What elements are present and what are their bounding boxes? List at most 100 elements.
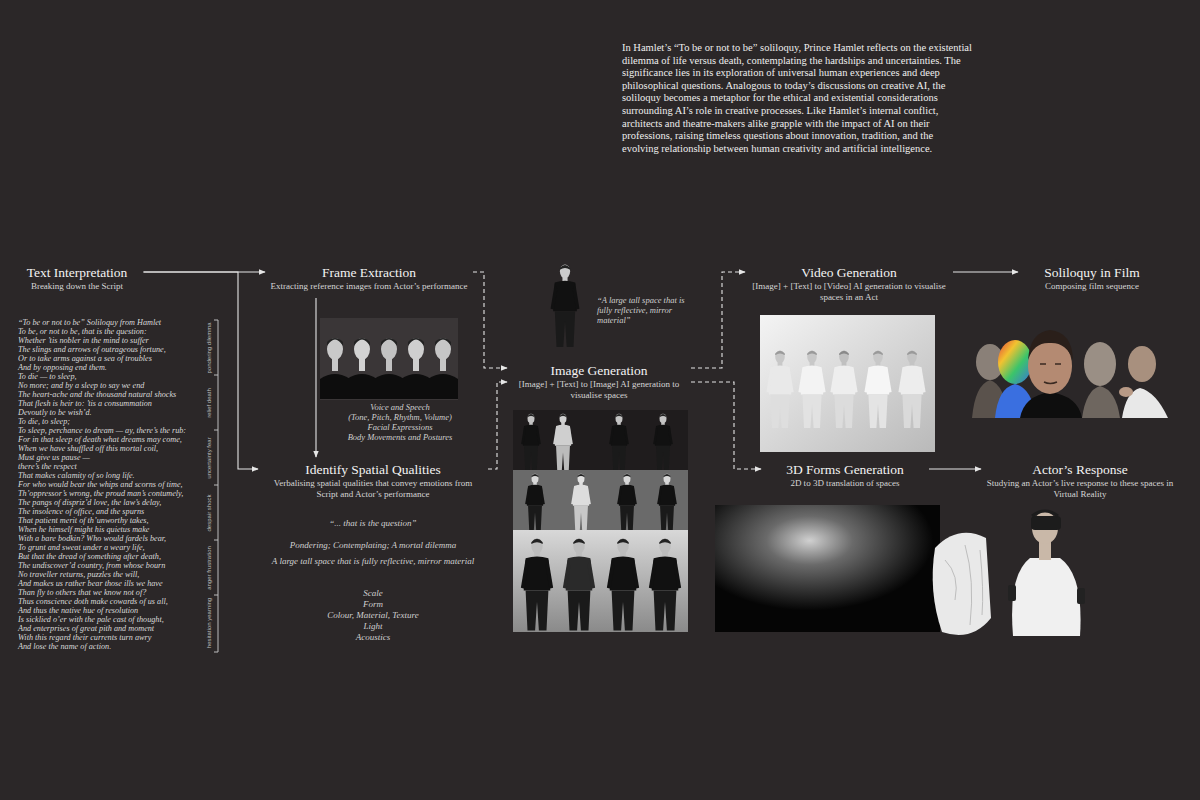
stage-heading: Frame Extraction bbox=[269, 264, 469, 281]
stack-figure bbox=[521, 538, 553, 630]
bar-line bbox=[218, 320, 219, 652]
face bbox=[1128, 346, 1156, 382]
poem-line: The undiscover’d country, from whose bou… bbox=[18, 561, 165, 570]
poem-line: And thus the native hue of resolution bbox=[18, 606, 138, 615]
stage-subtitle: [Image] + [Text] to [Video] AI generatio… bbox=[749, 281, 949, 303]
vr-body bbox=[1012, 558, 1080, 636]
stage-heading: 3D Forms Generation bbox=[765, 461, 925, 478]
stage-node: Actor’s ResponseStudying an Actor’s live… bbox=[985, 461, 1175, 500]
stage-subtitle: [Image] + [Text] to [Image] AI generatio… bbox=[511, 379, 687, 401]
face-shoulders bbox=[1082, 386, 1120, 418]
poem-line: But that the dread of something after de… bbox=[18, 552, 161, 561]
stage-node: Video Generation[Image] + [Text] to [Vid… bbox=[749, 264, 949, 303]
performance-note: Body Movements and Postures bbox=[348, 432, 453, 442]
stage-node: Identify Spatial QualitiesVerbalising sp… bbox=[262, 461, 484, 500]
face-shoulders bbox=[1020, 392, 1082, 418]
poem-line: And lose the name of action. bbox=[18, 642, 111, 651]
poem-line: That flesh is heir to: ’tis a consummati… bbox=[18, 399, 152, 408]
poem-line: The heart-ache and the thousand natural … bbox=[18, 390, 176, 399]
stack-panel bbox=[513, 530, 688, 632]
frame-strip bbox=[320, 318, 458, 400]
vr-controller bbox=[1077, 588, 1085, 604]
spatial-note: “... that is the question” bbox=[329, 518, 416, 529]
form-creases bbox=[945, 545, 983, 625]
prompt-quote: “A large tall space that is fully reflec… bbox=[597, 295, 697, 325]
emotion-tag: uncertainty fear bbox=[206, 437, 213, 478]
stage-heading: Video Generation bbox=[749, 264, 949, 281]
performance-note: Facial Expressions bbox=[367, 422, 432, 432]
poem-line: And makes us rather bear those ills we h… bbox=[18, 579, 163, 588]
poem-line: When he himself might his quietus make bbox=[18, 525, 149, 534]
stack-figure bbox=[563, 538, 595, 630]
performance-note: Voice and Speech bbox=[370, 402, 429, 412]
image-stack bbox=[513, 410, 688, 632]
face-hair bbox=[1028, 330, 1073, 360]
spatial-note: A large tall space that is fully reflect… bbox=[272, 556, 474, 567]
poem-line: No more; and by a sleep to say we end bbox=[18, 381, 144, 390]
spatial-note: Form bbox=[363, 599, 383, 610]
poem-line: Devoutly to be wish’d. bbox=[18, 408, 92, 417]
poem-line: Th’oppressor’s wrong, the proud man’s co… bbox=[18, 489, 183, 498]
vr-headset bbox=[1031, 516, 1061, 530]
emotion-tag: pondering dilemma bbox=[206, 322, 213, 373]
form-surface bbox=[933, 533, 991, 635]
emotion-tag: despair shock bbox=[206, 494, 213, 531]
stack-figure bbox=[553, 414, 573, 470]
spatial-note: Light bbox=[363, 621, 382, 632]
poem-line: To die, to sleep; bbox=[18, 417, 70, 426]
stage-heading: Soliloquy in Film bbox=[1022, 264, 1162, 281]
stage-node: Image Generation[Image] + [Text] to [Ima… bbox=[511, 362, 687, 401]
video-figure bbox=[864, 350, 891, 428]
stack-panel bbox=[513, 470, 688, 530]
poem-line: The pangs of dispriz’d love, the law’s d… bbox=[18, 498, 161, 507]
emotion-tag: anger frustration bbox=[206, 546, 213, 590]
flow-arrow bbox=[953, 271, 1018, 272]
frame-ground bbox=[320, 318, 458, 400]
video-figure bbox=[898, 350, 925, 428]
emotion-tag: hesitation yearning bbox=[206, 597, 213, 647]
depth-map bbox=[715, 505, 940, 632]
poem-line: The slings and arrows of outrageous fort… bbox=[18, 345, 166, 354]
poem-line: And enterprises of great pith and moment bbox=[18, 624, 154, 633]
face-hand bbox=[1119, 387, 1133, 397]
flow-arrow bbox=[929, 468, 981, 469]
stack-figure bbox=[607, 538, 639, 630]
poem-line: With this regard their currents turn awr… bbox=[18, 633, 151, 642]
bar-tick bbox=[214, 320, 218, 321]
poem-line: With a bare bodkin? Who would fardels be… bbox=[18, 534, 166, 543]
spatial-note: Acoustics bbox=[356, 632, 391, 643]
face-features bbox=[1040, 364, 1061, 384]
poem-line: Must give us pause — bbox=[18, 453, 90, 462]
spatial-note: Colour, Material, Texture bbox=[327, 610, 418, 621]
stage-subtitle: 2D to 3D translation of spaces bbox=[765, 478, 925, 489]
poem-line: To die — to sleep, bbox=[18, 372, 77, 381]
poem-line: there’s the respect bbox=[18, 462, 77, 471]
poem-line: Whether ’tis nobler in the mind to suffe… bbox=[18, 336, 149, 345]
actor-frame bbox=[320, 338, 350, 399]
video-ground bbox=[760, 315, 935, 452]
emotion-tag: relief death bbox=[206, 388, 213, 418]
poem-line: When we have shuffled off this mortal co… bbox=[18, 444, 158, 453]
bar-tick bbox=[214, 652, 218, 653]
poem-title: “To be or not to be” Soliloquy from Haml… bbox=[18, 318, 161, 327]
stage-node: Frame ExtractionExtracting reference ima… bbox=[269, 264, 469, 292]
stage-node: Soliloquy in FilmComposing film sequence bbox=[1022, 264, 1162, 292]
poem-line: And by opposing end them. bbox=[18, 363, 107, 372]
stack-figure bbox=[521, 414, 541, 470]
stack-figure bbox=[571, 474, 591, 530]
actor-frame bbox=[347, 338, 377, 399]
poem-line: The insolence of office, and the spurns bbox=[18, 507, 144, 516]
stack-panel bbox=[513, 410, 688, 470]
flow-arrow bbox=[315, 298, 316, 457]
flow-arrow bbox=[691, 272, 745, 368]
stage-subtitle: Breaking down the Script bbox=[15, 281, 140, 292]
bar-tick bbox=[214, 375, 218, 376]
stack-figure bbox=[525, 474, 545, 530]
actor-frame bbox=[374, 338, 404, 399]
stack-figure bbox=[657, 474, 677, 530]
stack-figure bbox=[609, 414, 629, 470]
vr-strap bbox=[1032, 511, 1058, 516]
form-3d bbox=[933, 533, 991, 635]
poem-line: For in that sleep of death what dreams m… bbox=[18, 435, 182, 444]
poem-line: Is sicklied o’er with the pale cast of t… bbox=[18, 615, 164, 624]
